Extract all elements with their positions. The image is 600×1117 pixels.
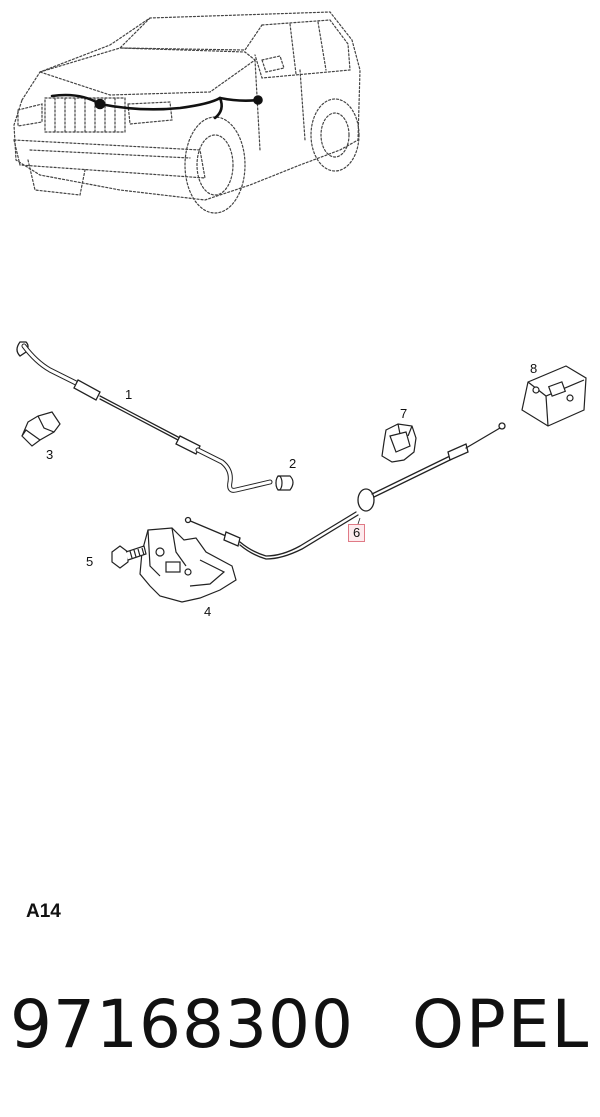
part-1-release-cable	[16, 341, 273, 493]
brand-name: OPEL	[412, 986, 591, 1063]
vehicle-cable-highlight	[50, 93, 263, 120]
part-4-latch	[139, 527, 237, 603]
callout-2: 2	[289, 456, 297, 471]
part-3-clip	[21, 411, 61, 447]
footer: 97168300 OPEL	[0, 985, 600, 1065]
part-6-cable	[184, 422, 506, 560]
callout-7: 7	[400, 406, 408, 421]
vehicle-illustration	[13, 11, 361, 214]
callout-1: 1	[125, 387, 133, 402]
part-number: 97168300	[10, 986, 354, 1063]
callout-4: 4	[204, 604, 212, 619]
callout-3: 3	[46, 447, 54, 462]
part-5-bolt	[111, 545, 147, 569]
callout-8: 8	[530, 361, 538, 376]
part-2-grommet	[275, 475, 294, 491]
callout-5: 5	[86, 554, 94, 569]
part-8-bracket	[521, 365, 587, 427]
section-code: A14	[26, 901, 61, 922]
callout-6-highlighted[interactable]: 6	[348, 524, 366, 542]
part-7-clip	[381, 423, 417, 463]
callout-leaders	[357, 517, 361, 525]
